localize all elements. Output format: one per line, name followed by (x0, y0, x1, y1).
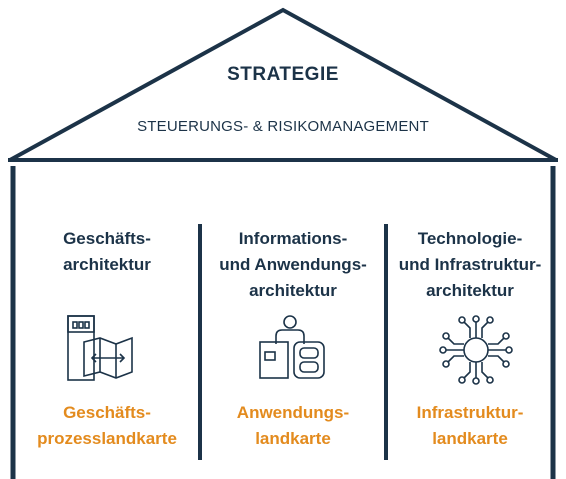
column-footer: Anwendungs- landkarte (236, 403, 350, 448)
roof-outline (9, 7, 557, 162)
column-information: Informations- und Anwendungs- architektu… (208, 226, 378, 448)
user-application-icon (259, 315, 325, 379)
column-heading: Informations- und Anwendungs- architektu… (219, 229, 367, 300)
circuit-chip-icon (439, 315, 513, 385)
column-heading: Geschäfts- architektur (63, 229, 151, 274)
column-footer: Infrastruktur- landkarte (416, 403, 524, 448)
roof-title: STRATEGIE (227, 64, 339, 85)
column-footer: Geschäfts- prozesslandkarte (37, 403, 177, 448)
column-business: Geschäfts- architektur Geschäfts- prozes… (22, 226, 192, 448)
building-map-icon (67, 315, 133, 381)
column-heading: Technologie- und Infrastruktur- architek… (398, 229, 542, 300)
column-technology: Technologie- und Infrastruktur- architek… (385, 226, 555, 448)
roof-subtitle: STEUERUNGS- & RISIKOMANAGEMENT (137, 118, 429, 135)
